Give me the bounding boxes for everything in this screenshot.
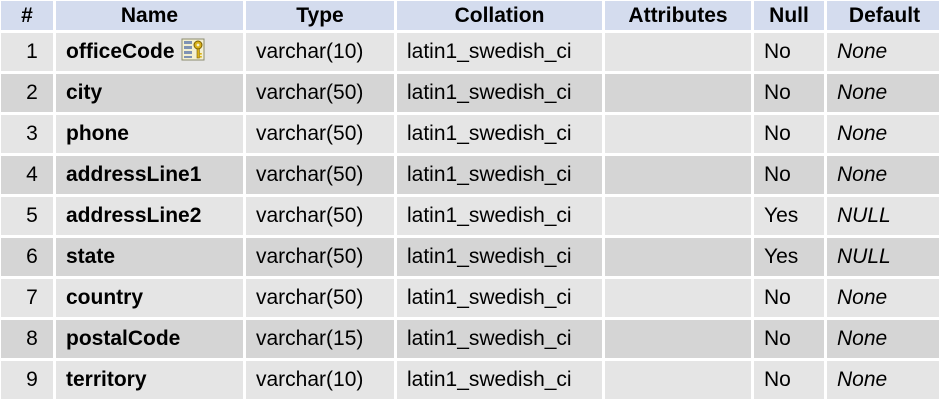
cell-attributes [605,33,751,71]
cell-null: No [754,156,824,194]
cell-name: addressLine1 [56,156,243,194]
cell-type: varchar(50) [246,279,394,317]
cell-attributes [605,197,751,235]
header-type[interactable]: Type [246,1,394,30]
cell-default: None [827,320,939,358]
cell-default: None [827,361,939,399]
cell-null: No [754,74,824,112]
cell-default: None [827,33,939,71]
cell-collation: latin1_swedish_ci [397,320,602,358]
header-attributes[interactable]: Attributes [605,1,751,30]
cell-name: state [56,238,243,276]
cell-name: territory [56,361,243,399]
cell-collation: latin1_swedish_ci [397,361,602,399]
header-num[interactable]: # [1,1,53,30]
cell-name-text: officeCode [66,40,175,63]
cell-default: NULL [827,238,939,276]
cell-type: varchar(50) [246,115,394,153]
cell-name: country [56,279,243,317]
cell-default: NULL [827,197,939,235]
cell-name: postalCode [56,320,243,358]
table-row[interactable]: 1 officeCode varchar(10) latin1_swedish_… [1,33,939,71]
cell-default: None [827,74,939,112]
cell-num: 1 [1,33,53,71]
cell-num: 7 [1,279,53,317]
cell-collation: latin1_swedish_ci [397,279,602,317]
cell-attributes [605,361,751,399]
header-name[interactable]: Name [56,1,243,30]
cell-collation: latin1_swedish_ci [397,74,602,112]
cell-type: varchar(10) [246,361,394,399]
cell-null: No [754,33,824,71]
cell-attributes [605,115,751,153]
cell-attributes [605,238,751,276]
table-row[interactable]: 3 phone varchar(50) latin1_swedish_ci No… [1,115,939,153]
table-row[interactable]: 8 postalCode varchar(15) latin1_swedish_… [1,320,939,358]
cell-type: varchar(50) [246,238,394,276]
header-null[interactable]: Null [754,1,824,30]
cell-type: varchar(50) [246,74,394,112]
header-row: # Name Type Collation Attributes Null De… [1,1,939,30]
cell-attributes [605,156,751,194]
cell-null: Yes [754,197,824,235]
cell-num: 3 [1,115,53,153]
cell-name: city [56,74,243,112]
table-row[interactable]: 4 addressLine1 varchar(50) latin1_swedis… [1,156,939,194]
cell-type: varchar(15) [246,320,394,358]
cell-attributes [605,74,751,112]
header-collation[interactable]: Collation [397,1,602,30]
cell-null: No [754,279,824,317]
cell-collation: latin1_swedish_ci [397,197,602,235]
cell-default: None [827,115,939,153]
cell-name: officeCode [56,33,243,71]
cell-num: 2 [1,74,53,112]
cell-collation: latin1_swedish_ci [397,115,602,153]
table-row[interactable]: 6 state varchar(50) latin1_swedish_ci Ye… [1,238,939,276]
table-structure: # Name Type Collation Attributes Null De… [1,1,939,399]
cell-collation: latin1_swedish_ci [397,238,602,276]
cell-name: addressLine2 [56,197,243,235]
cell-default: None [827,156,939,194]
cell-num: 5 [1,197,53,235]
cell-collation: latin1_swedish_ci [397,156,602,194]
table-row[interactable]: 2 city varchar(50) latin1_swedish_ci No … [1,74,939,112]
header-default[interactable]: Default [827,1,939,30]
cell-attributes [605,320,751,358]
cell-null: No [754,361,824,399]
cell-null: No [754,115,824,153]
cell-type: varchar(50) [246,156,394,194]
cell-num: 6 [1,238,53,276]
cell-null: No [754,320,824,358]
cell-num: 9 [1,361,53,399]
cell-default: None [827,279,939,317]
cell-type: varchar(50) [246,197,394,235]
cell-num: 4 [1,156,53,194]
cell-num: 8 [1,320,53,358]
primary-key-icon [181,37,205,67]
cell-name: phone [56,115,243,153]
table-row[interactable]: 5 addressLine2 varchar(50) latin1_swedis… [1,197,939,235]
cell-null: Yes [754,238,824,276]
cell-collation: latin1_swedish_ci [397,33,602,71]
cell-attributes [605,279,751,317]
cell-type: varchar(10) [246,33,394,71]
table-row[interactable]: 7 country varchar(50) latin1_swedish_ci … [1,279,939,317]
table-row[interactable]: 9 territory varchar(10) latin1_swedish_c… [1,361,939,399]
